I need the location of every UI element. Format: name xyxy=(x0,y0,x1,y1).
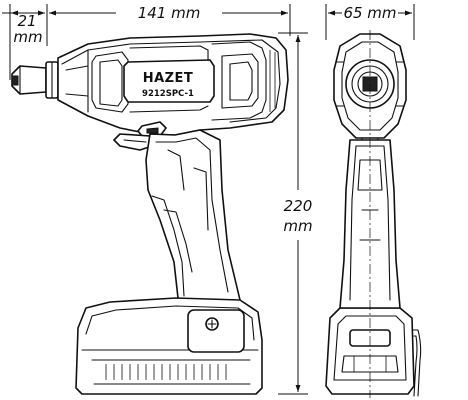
anvil-length-unit: mm xyxy=(13,28,42,46)
handle-grip xyxy=(145,129,241,305)
model-number: 9212SPC-1 xyxy=(142,89,194,99)
tool-side-view: HAZET 9212SPC-1 xyxy=(11,33,289,395)
anvil-length-value: 21 xyxy=(17,12,36,30)
dimension-overall-length: 141 mm xyxy=(46,4,291,46)
tool-front-view xyxy=(325,30,422,398)
trigger xyxy=(113,133,153,151)
dimension-anvil-length: 21 mm xyxy=(2,4,45,80)
belt-clip xyxy=(411,329,422,397)
overall-length-label: 141 mm xyxy=(138,4,201,22)
height-unit: mm xyxy=(283,217,312,235)
dimension-width: 65 mm xyxy=(325,4,415,40)
battery-pack xyxy=(75,297,263,395)
brand-logo-text: HAZET xyxy=(143,71,194,86)
dimension-height: 220 mm xyxy=(278,32,313,395)
height-value: 220 xyxy=(284,197,313,215)
anvil-square-drive xyxy=(11,61,59,99)
width-label: 65 mm xyxy=(343,4,396,22)
brand-badge: HAZET 9212SPC-1 xyxy=(123,59,215,103)
